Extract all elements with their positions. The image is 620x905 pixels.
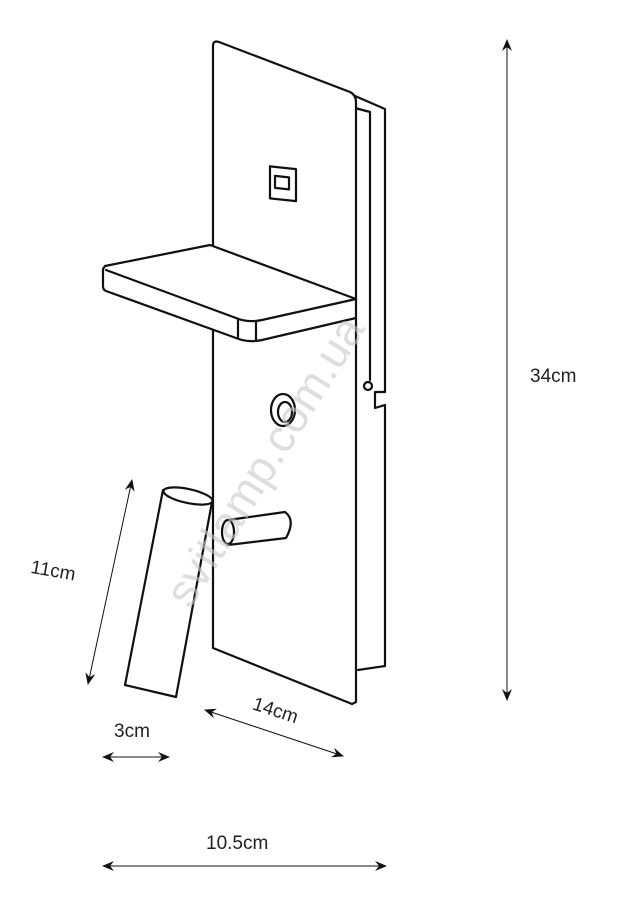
spot-arm (220, 510, 292, 547)
spot-length-dimension-arrow (85, 479, 135, 685)
width-label: 10.5cm (206, 833, 268, 854)
spot-length-label: 11cm (29, 557, 77, 586)
wall-plate-upper (211, 40, 358, 302)
back-mount-box (353, 94, 387, 672)
switch-icon (268, 165, 298, 203)
dimmer-knob-icon (269, 392, 297, 428)
height-label: 34cm (530, 366, 576, 387)
depth-dimension-arrow (204, 708, 344, 758)
spot-lamp (123, 486, 214, 699)
depth-label: 14cm (250, 694, 301, 728)
spot-diameter-label: 3cm (114, 721, 150, 742)
shelf (101, 243, 358, 343)
